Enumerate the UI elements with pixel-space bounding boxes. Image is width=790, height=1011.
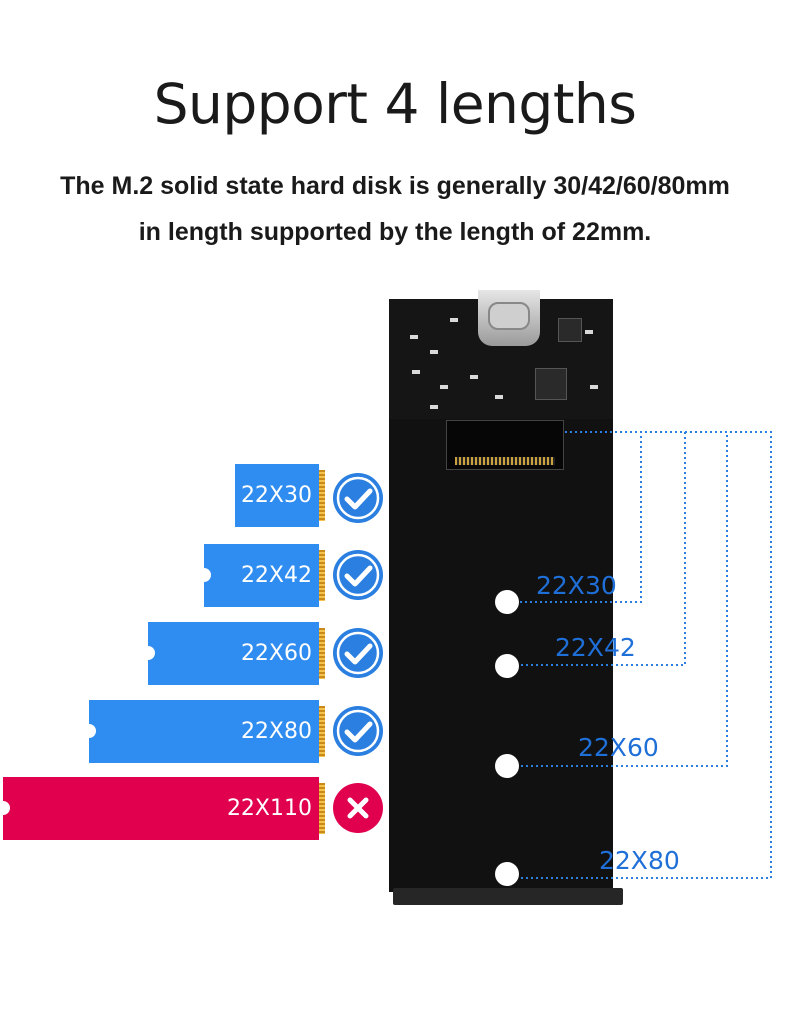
gold-contacts [319, 470, 325, 521]
length-label-22x60: 22X60 [578, 733, 659, 762]
ssd-stick-22x30: 22X30 [235, 464, 325, 527]
length-label-22x80: 22X80 [599, 846, 680, 875]
smd-component [450, 318, 458, 322]
ssd-stick-22x80: 22X80 [82, 700, 325, 763]
smd-component [470, 375, 478, 379]
stick-label: 22X42 [240, 563, 312, 588]
stick-label: 22X110 [226, 796, 312, 821]
page-title: Support 4 lengths [153, 72, 637, 136]
screw-notch [0, 801, 10, 815]
length-label-22x30: 22X30 [536, 571, 617, 600]
subtitle-line-1: The M.2 solid state hard disk is general… [60, 172, 730, 200]
smd-component [440, 385, 448, 389]
enclosure-base [393, 888, 623, 905]
smd-component [495, 395, 503, 399]
screw-position-dot [495, 654, 519, 678]
gold-contacts [319, 550, 325, 601]
screw-position-dot [495, 862, 519, 886]
check-circle-icon [332, 472, 384, 524]
smd-component [430, 350, 438, 354]
stick-label: 22X60 [240, 641, 312, 666]
screw-notch [82, 724, 96, 738]
gold-contacts [319, 628, 325, 679]
smd-component [590, 385, 598, 389]
smd-component [410, 335, 418, 339]
length-label-22x42: 22X42 [555, 633, 636, 662]
gold-contacts [319, 706, 325, 757]
screw-notch [141, 646, 155, 660]
usb-c-port [478, 290, 540, 346]
check-circle-icon [332, 627, 384, 679]
smd-component [412, 370, 420, 374]
ssd-stick-22x110: 22X110 [0, 777, 325, 840]
subtitle-line-2: in length supported by the length of 22m… [138, 218, 652, 246]
controller-chip [558, 318, 582, 342]
screw-position-dot [495, 590, 519, 614]
stick-label: 22X30 [240, 483, 312, 508]
ssd-stick-22x60: 22X60 [141, 622, 325, 685]
ssd-stick-22x42: 22X42 [197, 544, 325, 607]
controller-chip [535, 368, 567, 400]
check-circle-icon [332, 549, 384, 601]
screw-position-dot [495, 754, 519, 778]
stick-label: 22X80 [240, 719, 312, 744]
gold-contacts [319, 783, 325, 834]
smd-component [430, 405, 438, 409]
x-circle-icon [332, 782, 384, 834]
smd-component [585, 330, 593, 334]
check-circle-icon [332, 705, 384, 757]
m2-slot [446, 420, 564, 470]
screw-notch [197, 568, 211, 582]
